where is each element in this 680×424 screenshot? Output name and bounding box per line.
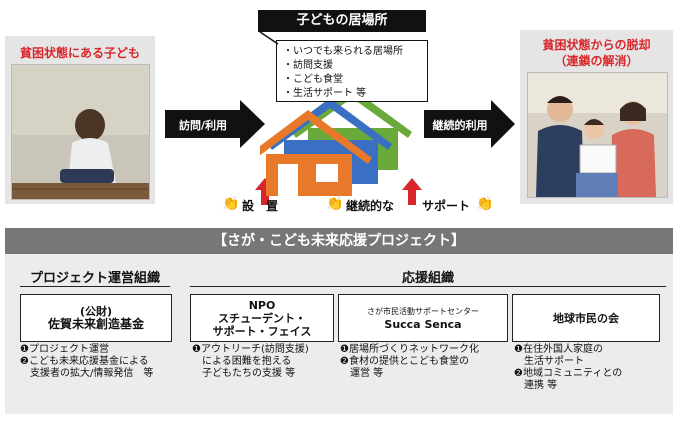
- left-panel-title: 貧困状態にある子ども: [19, 46, 140, 60]
- shelter-callout-title: 子どもの居場所: [258, 10, 426, 32]
- org-desc-line: ❶在住外国人家庭の: [514, 344, 603, 355]
- family-photo-image: [528, 73, 667, 197]
- org-desc-npo: ❶アウトリーチ(訪問支援) による困難を抱える 子どもたちの支援 等: [192, 344, 309, 380]
- org-desc-earth-citizens: ❶在住外国人家庭の 生活サポート ❷地域コミュニティとの 連携 等: [514, 344, 622, 392]
- hands-icon-right: 👏: [476, 196, 494, 212]
- callout-pointer: [259, 31, 279, 45]
- hands-icon-left: 👏: [222, 196, 240, 212]
- left-arrow-label: 訪問/利用: [178, 119, 228, 132]
- org-name-line: スチューデント・: [218, 311, 306, 325]
- org-name-line: サポート・フェイス: [212, 324, 312, 338]
- child-photo: [11, 64, 150, 200]
- org-box-succa-senca: さが市民活動サポートセンター Succa Senca: [338, 294, 508, 342]
- left-panel: 貧困状態にある子ども: [5, 36, 155, 204]
- org-desc-line: ❷こども未来応援基金による: [20, 356, 149, 367]
- shelter-feature: ・生活サポート 等: [283, 88, 367, 99]
- right-arrow-label: 継続的利用: [432, 119, 488, 132]
- left-flow-arrow: [165, 100, 265, 148]
- org-desc-line: 連携 等: [514, 380, 558, 391]
- setup-label: 設 置: [242, 199, 279, 213]
- shelter-feature: ・訪問支援: [283, 60, 333, 71]
- shelter-feature-list: ・いつでも来られる居場所 ・訪問支援 ・こども食堂 ・生活サポート 等: [283, 45, 403, 101]
- right-flow-arrow: [424, 100, 515, 148]
- org-name-line: 佐賀未来創造基金: [47, 317, 144, 331]
- org-desc-foundation: ❶プロジェクト運営 ❷こども未来応援基金による 支援者の拡大/情報発信 等: [20, 344, 153, 380]
- continuous-label: 継続的な: [346, 199, 395, 213]
- shelter-callout: ・いつでも来られる居場所 ・訪問支援 ・こども食堂 ・生活サポート 等: [276, 40, 428, 102]
- org-desc-line: 運営 等: [340, 368, 384, 379]
- org-name-line: Succa Senca: [384, 318, 462, 331]
- org-name-line: NPO: [248, 298, 276, 312]
- org-name-line: 地球市民の会: [553, 311, 619, 325]
- shelter-feature: ・こども食堂: [283, 74, 343, 85]
- org-desc-succa-senca: ❶居場所づくりネットワーク化 ❷食材の提供とこども食堂の 運営 等: [340, 344, 479, 380]
- org-box-foundation: (公財) 佐賀未来創造基金: [20, 294, 172, 342]
- org-desc-line: ❷地域コミュニティとの: [514, 368, 623, 379]
- org-desc-line: ❶居場所づくりネットワーク化: [340, 344, 479, 355]
- org-desc-line: 生活サポート: [514, 356, 584, 367]
- child-photo-image: [12, 65, 149, 199]
- family-photo: [527, 72, 668, 198]
- right-panel: 貧困状態からの脱却 （連鎖の解消）: [520, 30, 673, 204]
- org-desc-line: 子どもたちの支援 等: [192, 368, 296, 379]
- shelter-feature: ・いつでも来られる居場所: [283, 46, 403, 57]
- orange-house-icon: [260, 110, 372, 196]
- org-desc-line: による困難を抱える: [192, 356, 292, 367]
- support-label: サポート: [422, 199, 471, 213]
- org-name-line: (公財): [79, 305, 113, 318]
- org-box-earth-citizens: 地球市民の会: [512, 294, 660, 342]
- support-red-arrow: [402, 178, 422, 205]
- org-name-line: さが市民活動サポートセンター: [367, 307, 479, 316]
- management-group-line: [20, 286, 170, 287]
- support-group-title: 応援組織: [401, 271, 454, 286]
- right-panel-title-line2: （連鎖の解消）: [554, 54, 639, 68]
- houses-illustration: [260, 88, 412, 196]
- flow-arrows: [165, 100, 515, 205]
- hands-icon-center: 👏: [326, 196, 344, 212]
- org-desc-line: ❷食材の提供とこども食堂の: [340, 356, 469, 367]
- org-desc-line: 支援者の拡大/情報発信 等: [20, 368, 154, 379]
- org-box-npo: NPO スチューデント・ サポート・フェイス: [190, 294, 334, 342]
- org-desc-line: ❶アウトリーチ(訪問支援): [192, 344, 309, 355]
- support-group-line: [190, 286, 666, 287]
- management-group-title: プロジェクト運営組織: [29, 271, 160, 286]
- org-desc-line: ❶プロジェクト運営: [20, 344, 109, 355]
- right-panel-title-line1: 貧困状態からの脱却: [542, 38, 651, 52]
- project-banner: 【さが・こども未来応援プロジェクト】: [5, 228, 673, 254]
